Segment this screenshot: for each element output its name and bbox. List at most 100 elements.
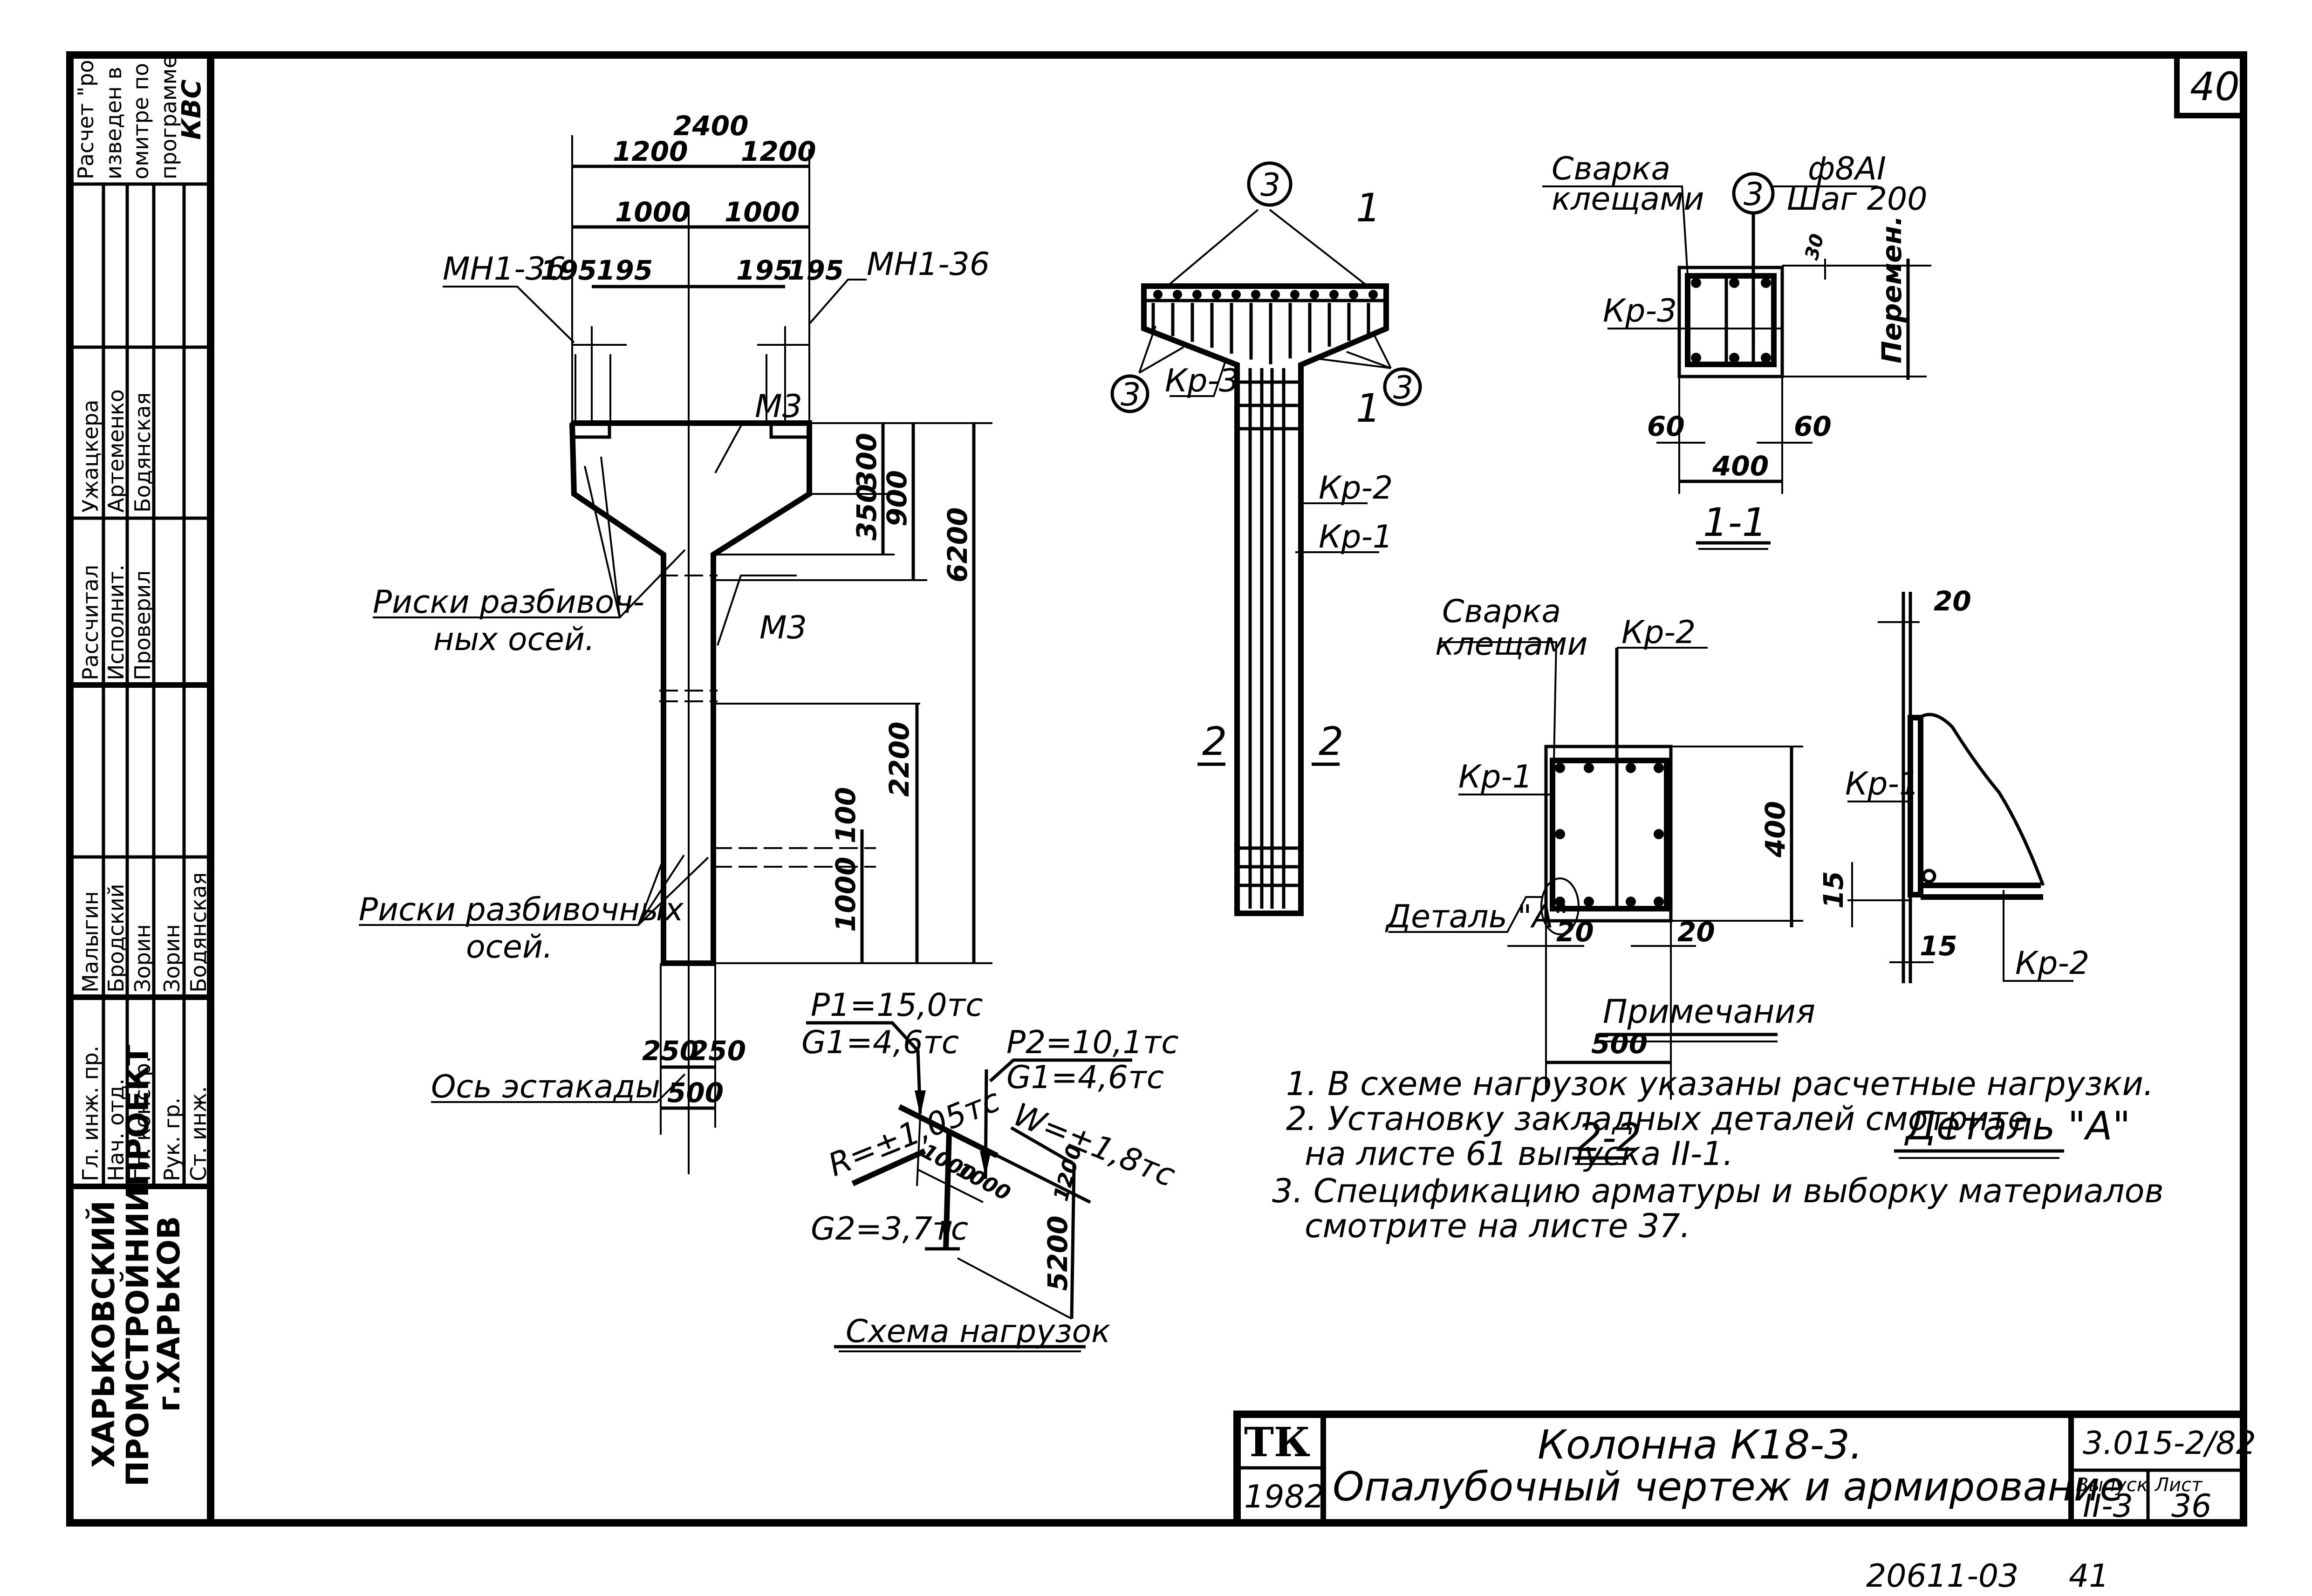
label-embed-right: МН1-36	[867, 246, 990, 283]
cap-rebar	[1251, 290, 1260, 299]
section-1-1-bar-1: ф8АI	[1808, 151, 1886, 187]
detail-a-dim-15-bottom: 15	[1920, 930, 1957, 962]
load-g1-right: G1=4,6тс	[1006, 1059, 1164, 1096]
name-upper-1: Ужацкера	[78, 400, 103, 513]
dim-2200: 2200	[883, 722, 915, 797]
title-line-1: Колонна К18-3.	[1538, 1422, 1862, 1468]
load-g2: G2=3,7тс	[811, 1211, 968, 1247]
load-dim-5200: 5200	[1042, 1216, 1074, 1291]
dim-350: 350	[851, 484, 882, 541]
label-axis: Ось эстакады	[431, 1069, 660, 1105]
organization-line-3: г.ХАРЬКОВ	[151, 1216, 187, 1412]
dim-6200: 6200	[942, 507, 973, 582]
dim-195-4: 195	[787, 254, 844, 286]
section-2-2-detail-ref: Деталь "А"	[1385, 898, 1568, 935]
dim-60-left: 60	[1647, 411, 1685, 442]
reinforcement-elevation	[1110, 161, 1422, 916]
role-calculated: Рассчитал	[78, 565, 103, 680]
remark-line-5: КВС	[177, 79, 207, 140]
name-upper-2: Артеменко	[103, 389, 129, 513]
cap-rebar	[1192, 290, 1202, 299]
detail-a-title: Деталь "А"	[1904, 1103, 2130, 1149]
section-1-1-bar-2: Шаг 200	[1787, 181, 1928, 218]
section-1-1-cage: Кр-3	[1603, 293, 1677, 329]
detail-a	[1847, 592, 2073, 1159]
name-upper-3: Бодянская	[130, 392, 155, 513]
column-elevation	[359, 135, 992, 1174]
doc-code: 3.015-2/82	[2083, 1425, 2256, 1462]
section-2-2-cage-kr2: Кр-2	[1621, 614, 1696, 651]
section-1-1-weld-2: клещами	[1552, 181, 1704, 218]
position-mark-left: 3	[1121, 377, 1141, 413]
cap-rebar	[1290, 290, 1300, 299]
name-lower-2: Бродский	[103, 884, 129, 993]
title-year: 1982	[1244, 1479, 1325, 1515]
organization-line-2: ПРОМСТРОЙНИИПРОЕКТ	[119, 1045, 156, 1486]
dim-400-s22: 400	[1759, 801, 1791, 858]
dim-variable: Перемен.	[1876, 215, 1908, 363]
section-1-mark-top: 1	[1356, 185, 1381, 231]
dim-1200-right: 1200	[741, 136, 816, 167]
section-1-1-weld-1: Сварка	[1552, 151, 1670, 187]
issue-value: II-3	[2083, 1488, 2133, 1525]
sheet-label: Лист	[2154, 1474, 2203, 1496]
title-line-2: Опалубочный чертеж и армирование	[1333, 1464, 2124, 1510]
section-2-2-title: 2-2	[1577, 1115, 1641, 1160]
role-checked: Проверил	[130, 570, 155, 680]
label-marks-bottom-1: Риски разбивочных	[359, 891, 684, 928]
dim-250-right: 250	[690, 1035, 746, 1067]
dim-195-2: 195	[596, 254, 653, 286]
issue-label: Выпуск	[2076, 1474, 2148, 1496]
label-m3-mid: М3	[759, 610, 807, 646]
cap-rebar	[1231, 290, 1241, 299]
dim-500: 500	[667, 1077, 724, 1109]
remark-line-4: программе	[156, 55, 181, 179]
cage-kr1-label: Кр-1	[1319, 519, 1393, 555]
cap-rebar	[1153, 290, 1163, 299]
dim-1000-left: 1000	[615, 196, 690, 228]
detail-a-cage-kr2: Кр-2	[2015, 945, 2089, 982]
page-number: 40	[2190, 64, 2240, 110]
dim-1200-left: 1200	[613, 136, 688, 167]
role-lower-1: Гл. инж. пр.	[78, 1046, 103, 1181]
section-1-1-mark: 3	[1744, 176, 1764, 213]
cap-rebar	[1349, 290, 1358, 299]
remark-line-2: изведен в	[101, 67, 126, 179]
role-executed: Исполнит.	[103, 564, 129, 680]
dim-20-left: 20	[1556, 916, 1594, 948]
name-lower-5: Бодянская	[186, 872, 211, 993]
note-3-cont: смотрите на листе 37.	[1305, 1207, 1690, 1245]
section-2-2-weld-2: клещами	[1435, 626, 1588, 663]
dim-900: 900	[881, 470, 913, 527]
role-lower-4: Рук. гр.	[159, 1097, 185, 1181]
name-lower-4: Зорин	[159, 924, 185, 993]
note-3: 3. Спецификацию арматуры и выборку матер…	[1272, 1172, 2164, 1210]
cage-kr3-label: Кр-3	[1165, 363, 1239, 399]
name-lower-1: Малыгин	[78, 891, 103, 993]
load-scheme-title: Схема нагрузок	[846, 1313, 1110, 1350]
dim-20-right: 20	[1677, 916, 1715, 948]
role-lower-5: Ст. инж.	[186, 1086, 211, 1181]
archive-stamp-number: 20611-03	[1866, 1558, 2018, 1595]
cap-rebar	[1329, 290, 1339, 299]
dim-1000-right: 1000	[725, 196, 800, 228]
label-m3-top: М3	[755, 388, 802, 425]
cap-rebar	[1271, 290, 1280, 299]
label-marks-bottom-2: осей.	[466, 929, 553, 966]
detail-a-dim-15-left: 15	[1818, 871, 1849, 909]
notes: Примечания 1. В схеме нагрузок указаны р…	[1272, 993, 2164, 1245]
left-title-block	[70, 182, 211, 1189]
load-p2: P2=10,1тс	[1006, 1024, 1179, 1061]
label-embed-left: МН1-36	[443, 251, 566, 288]
organization-line-1: ХАРЬКОВСКИЙ	[85, 1200, 122, 1468]
section-1-mark-bottom: 1	[1356, 385, 1381, 431]
dim-30: 30	[1801, 232, 1828, 262]
cap-rebar	[1173, 290, 1182, 299]
load-p1: P1=15,0тс	[811, 987, 983, 1024]
sheet-value: 36	[2171, 1488, 2212, 1525]
dim-400-s11: 400	[1712, 450, 1769, 482]
load-g1-left: G1=4,6тс	[801, 1024, 959, 1061]
load-w: W=±1,8тс	[1008, 1096, 1180, 1194]
cage-kr2-label: Кр-2	[1319, 470, 1393, 507]
